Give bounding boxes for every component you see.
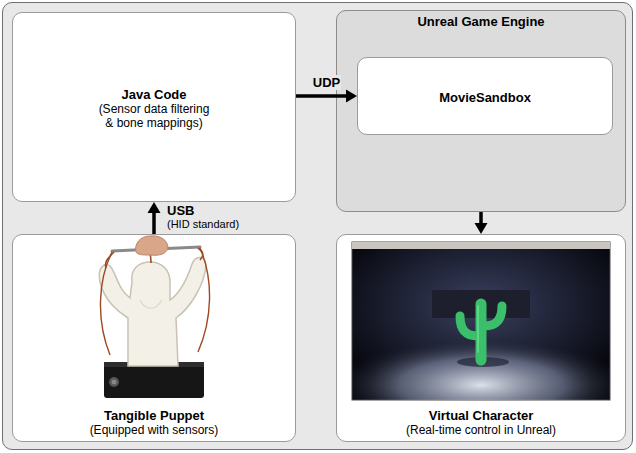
node-subtitle: (Equipped with sensors) [90, 423, 219, 437]
arrow-line [479, 212, 483, 224]
edge-label: UDP [312, 75, 341, 90]
device-box: Tangible Puppet(Equipped with sensors) [12, 234, 296, 442]
arrow-head [475, 223, 488, 234]
text-group: MovieSandbox [358, 90, 612, 105]
output-box: Virtual Character(Real-time control in U… [336, 234, 626, 442]
flow-arrow [148, 202, 161, 234]
arrow-line [152, 212, 156, 234]
text-group: Virtual Character(Real-time control in U… [337, 408, 625, 437]
node-title: Tangible Puppet [104, 408, 204, 423]
node-title: Java Code [121, 87, 186, 102]
node-subtitle: (Real-time control in Unreal) [406, 423, 556, 437]
text-group: Java Code(Sensor data filtering & bone m… [13, 87, 295, 130]
node-title: MovieSandbox [439, 90, 531, 105]
node-title: Virtual Character [429, 408, 534, 423]
text-group: Unreal Game Engine [337, 14, 625, 29]
node-title: Unreal Game Engine [417, 14, 544, 29]
node-subtitle: (Sensor data filtering & bone mappings) [95, 102, 213, 130]
text-group: Tangible Puppet(Equipped with sensors) [13, 408, 295, 437]
flow-arrow [475, 212, 488, 234]
protocol-note: (HID standard) [166, 218, 240, 231]
engine-container: Unreal Game EngineMovieSandbox [336, 10, 626, 212]
edge-label: USB [166, 203, 195, 218]
arrow-head [148, 202, 161, 213]
module-box: MovieSandbox [357, 57, 613, 135]
process-box: Java Code(Sensor data filtering & bone m… [12, 12, 296, 202]
